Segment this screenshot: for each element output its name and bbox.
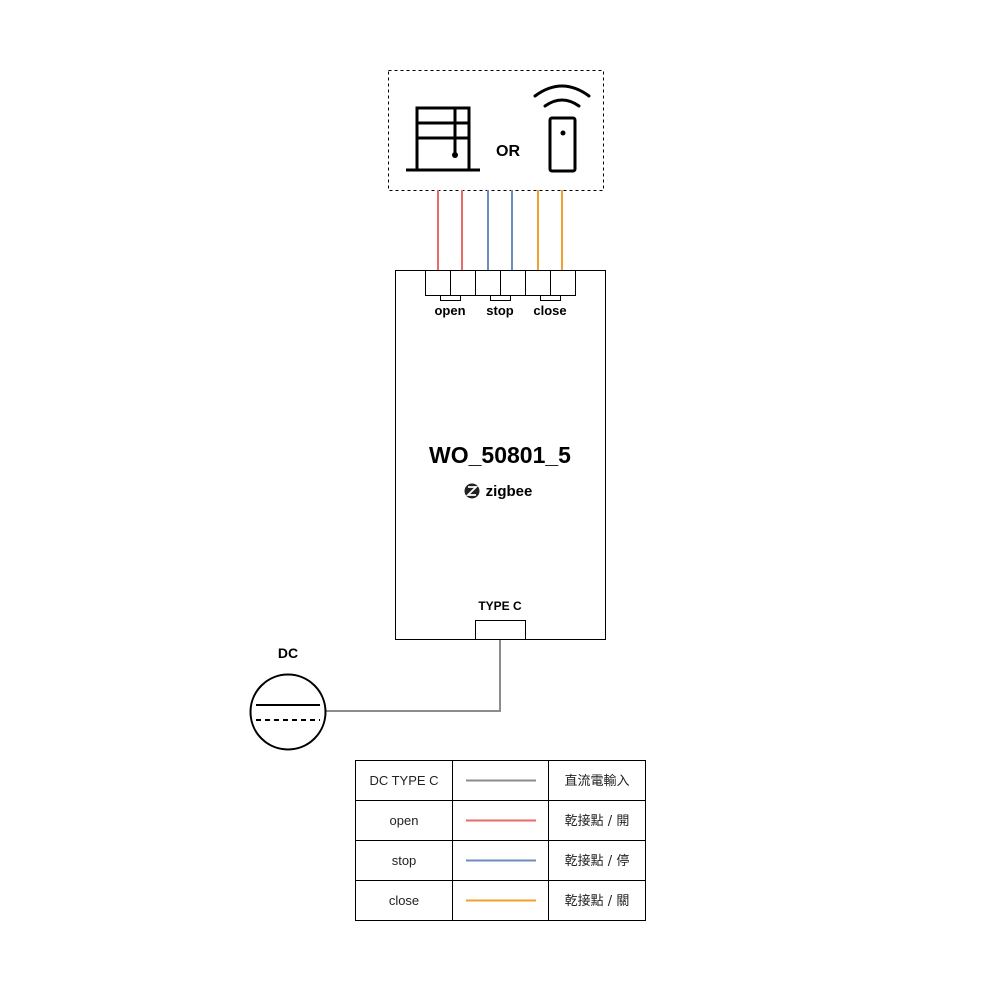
device-name: WO_50801_5 — [429, 442, 571, 468]
terminal-label-open: open — [434, 303, 465, 318]
stop-terminal-a — [475, 270, 501, 296]
legend-name-dc: DC TYPE C — [369, 773, 438, 788]
brand-label: zigbee — [486, 483, 533, 500]
open-terminal-tab — [440, 295, 461, 301]
device-body — [395, 270, 606, 640]
dc-label: DC — [278, 645, 298, 661]
terminal-wires — [437, 190, 563, 270]
wireless-remote-icon — [533, 84, 591, 173]
or-label: OR — [496, 143, 520, 160]
legend-desc-open: 乾接點 / 開 — [565, 813, 630, 829]
legend-name-close: close — [389, 893, 419, 908]
zigbee-logo-icon — [464, 483, 480, 499]
open-terminal-a — [425, 270, 451, 296]
dc-source-icon — [249, 673, 327, 751]
close-terminal-b — [550, 270, 576, 296]
dc-cable — [326, 640, 501, 712]
window-grid-icon — [406, 106, 480, 172]
open-terminal-b — [450, 270, 476, 296]
terminal-label-close: close — [533, 303, 566, 318]
port-label: TYPE C — [478, 599, 522, 613]
legend-desc-dc: 直流電輸入 — [564, 774, 629, 789]
legend-name-open: open — [390, 813, 419, 828]
stop-terminal-b — [500, 270, 526, 296]
close-terminal-tab — [540, 295, 561, 301]
stop-terminal-tab — [490, 295, 511, 301]
type-c-port — [475, 620, 526, 640]
close-terminal-a — [525, 270, 551, 296]
legend-name-stop: stop — [392, 853, 417, 868]
terminal-label-stop: stop — [486, 303, 514, 318]
legend-table: DC TYPE C 直流電輸入 open 乾接點 / 開 stop 乾接點 / … — [355, 760, 646, 921]
terminal-blocks — [425, 270, 576, 301]
legend-desc-close: 乾接點 / 關 — [565, 893, 630, 909]
legend-desc-stop: 乾接點 / 停 — [565, 853, 630, 869]
